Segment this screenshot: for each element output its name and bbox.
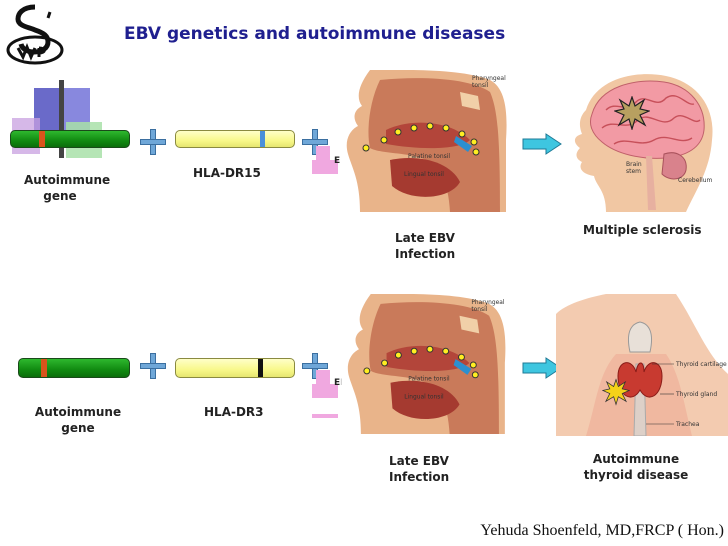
svg-text:Pharyngeal: Pharyngeal (471, 300, 505, 306)
burst-icon (614, 96, 650, 130)
hla-label: HLA-DR15 (193, 166, 261, 180)
gene-band (39, 131, 45, 147)
svg-text:Brain: Brain (626, 161, 642, 168)
hla-dr15-bar (175, 130, 295, 148)
autoimmune-gene-bar (18, 358, 130, 378)
ebv-marker (312, 384, 338, 398)
svg-text:Lingual tonsil: Lingual tonsil (404, 171, 444, 178)
svg-text:Cerebellum: Cerebellum (678, 177, 713, 184)
disease-label: Multiple sclerosis (583, 223, 702, 237)
infection-label: Late EBV Infection (389, 454, 450, 484)
decor-bar (59, 80, 64, 158)
svg-text:Lingual tonsil: Lingual tonsil (404, 395, 444, 401)
autoimmune-gene-bar (10, 130, 130, 148)
hla-band (260, 131, 265, 147)
ebv-marker (312, 160, 338, 174)
throat-illustration: Pharyngeal tonsil Palatine tonsil Lingua… (340, 70, 510, 212)
svg-text:tonsil: tonsil (472, 82, 489, 89)
plus-icon (140, 353, 166, 379)
svg-text:Palatine tonsil: Palatine tonsil (408, 153, 450, 160)
ebv-marker (312, 414, 338, 418)
infection-label: Late EBV Infection (395, 231, 456, 261)
gene-label: Autoimmune gene (24, 173, 111, 203)
plus-icon (302, 353, 328, 379)
throat-illustration: Pharyngeal tonsil Palatine tonsil Lingua… (341, 294, 509, 434)
hla-label: HLA-DR3 (204, 405, 264, 419)
svg-text:stem: stem (626, 168, 641, 175)
logo-icon (6, 4, 64, 65)
svg-text:tonsil: tonsil (471, 307, 487, 313)
arrow-right-icon (522, 357, 562, 379)
page-title: EBV genetics and autoimmune diseases (124, 24, 506, 44)
svg-text:Palatine tonsil: Palatine tonsil (408, 377, 450, 383)
svg-text:Thyroid gland: Thyroid gland (675, 391, 717, 398)
gene-band (41, 359, 47, 377)
burst-icon (602, 378, 630, 406)
hla-dr3-bar (175, 358, 295, 378)
svg-text:Trachea: Trachea (675, 421, 700, 428)
svg-text:Pharyngeal: Pharyngeal (472, 75, 506, 82)
hla-band (258, 359, 263, 377)
plus-icon (140, 129, 166, 155)
author-credit: Yehuda Shoenfeld, MD,FRCP ( Hon.) (480, 522, 724, 539)
arrow-right-icon (522, 133, 562, 155)
svg-text:Thyroid cartilage: Thyroid cartilage (675, 361, 727, 368)
plus-icon (302, 129, 328, 155)
thyroid-illustration: Thyroid cartilage Thyroid gland Trachea (556, 294, 728, 436)
disease-label: Autoimmune thyroid disease (583, 452, 689, 482)
gene-label: Autoimmune gene (34, 405, 122, 435)
brain-illustration: Brain stem Cerebellum (574, 74, 713, 212)
